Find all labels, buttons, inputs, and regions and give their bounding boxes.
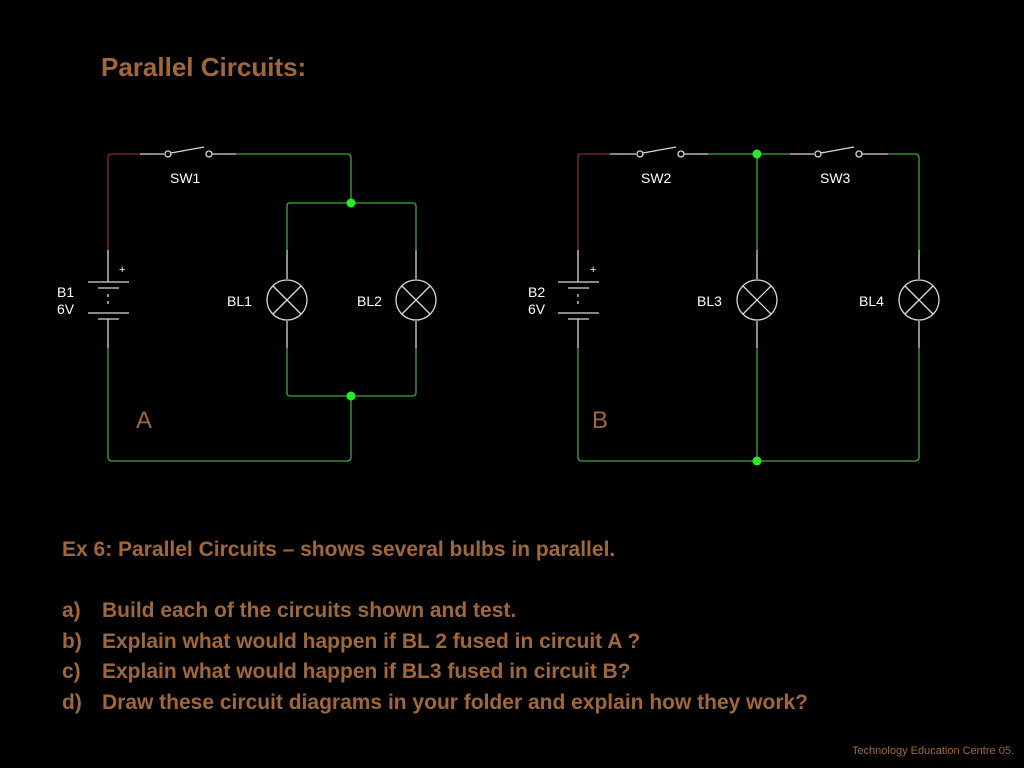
wire-b-battery-positive (577, 153, 610, 250)
question-text: Explain what would happen if BL3 fused i… (102, 660, 631, 683)
switch-sw1 (140, 146, 236, 158)
wire-b-sw3-right (888, 153, 920, 250)
question-d: d) Draw these circuit diagrams in your f… (62, 688, 808, 719)
junction-b-top (752, 149, 762, 159)
bulb-bl3 (736, 250, 778, 348)
battery-b1-name: B1 (57, 284, 74, 300)
question-text: Draw these circuit diagrams in your fold… (102, 690, 808, 714)
question-letter: c) (62, 660, 81, 683)
battery-b2-name: B2 (528, 284, 545, 300)
slide-title: Parallel Circuits: (101, 52, 307, 82)
battery-b1-voltage: 6V (57, 301, 75, 317)
bulb-bl4-label: BL4 (859, 293, 884, 309)
junction-b-bottom (752, 456, 762, 466)
battery-b2-voltage: 6V (528, 301, 546, 317)
switch-sw1-label: SW1 (170, 170, 201, 186)
question-c: c) Explain what would happen if BL3 fuse… (62, 657, 808, 688)
wire-a-return (107, 348, 352, 462)
footer-credit: Technology Education Centre 05. (851, 745, 1014, 757)
wire-a-top-branch (286, 202, 417, 250)
question-letter: a) (62, 599, 81, 622)
battery-b1 (88, 250, 129, 348)
question-text: Explain what would happen if BL 2 fused … (102, 629, 641, 653)
junction-a-bottom (346, 391, 356, 401)
switch-sw3-label: SW3 (820, 170, 851, 186)
question-a: a) Build each of the circuits shown and … (62, 596, 808, 627)
question-text: Build each of the circuits shown and tes… (102, 599, 517, 622)
battery-b2-polarity: + (590, 264, 596, 276)
switch-sw2-label: SW2 (641, 170, 672, 186)
question-letter: b) (62, 629, 82, 653)
wire-a-switch-right (236, 153, 352, 203)
question-letter: d) (62, 690, 82, 714)
switch-sw2 (610, 146, 708, 158)
bulb-bl3-label: BL3 (697, 293, 722, 309)
circuit-b: SW2 SW3 + B2 6V (528, 146, 940, 466)
circuit-b-label: B (592, 407, 608, 434)
bulb-bl2-label: BL2 (357, 293, 382, 309)
exercise-text: Ex 6: Parallel Circuits – shows several … (62, 535, 808, 718)
wire-a-battery-positive (107, 153, 140, 250)
battery-b1-polarity: + (119, 264, 125, 276)
junction-a-top (346, 198, 356, 208)
bulb-bl1 (266, 250, 308, 348)
switch-sw3 (790, 146, 888, 158)
battery-b2 (558, 250, 599, 348)
wire-a-bottom-branch (286, 348, 417, 397)
circuit-a-label: A (136, 407, 152, 434)
bulb-bl1-label: BL1 (227, 293, 252, 309)
exercise-intro: Ex 6: Parallel Circuits – shows several … (62, 538, 616, 561)
question-b: b) Explain what would happen if BL 2 fus… (62, 627, 808, 658)
bulb-bl4 (898, 250, 940, 348)
bulb-bl2 (395, 250, 437, 348)
wire-b-return (577, 348, 920, 462)
circuit-a: SW1 + B1 6V BL1 (57, 146, 437, 462)
